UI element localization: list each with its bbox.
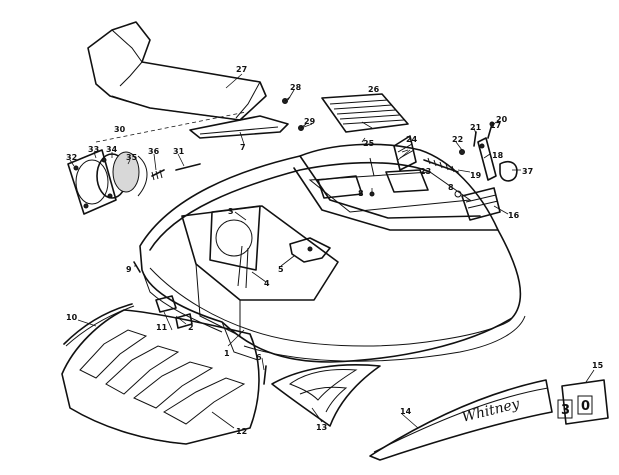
callout-13: 13 bbox=[316, 423, 327, 432]
callout-27: 27 bbox=[236, 65, 247, 74]
callout-2: 2 bbox=[188, 323, 194, 332]
windshield bbox=[87, 21, 267, 121]
callout-24: 24 bbox=[406, 135, 418, 144]
callout-35: 35 bbox=[126, 153, 138, 162]
callout-3: 3 bbox=[228, 207, 234, 216]
hinge-pin-6 bbox=[263, 365, 267, 385]
callout-4: 4 bbox=[264, 279, 270, 288]
callout-18: 18 bbox=[492, 151, 504, 160]
callout-14: 14 bbox=[400, 407, 412, 416]
callout-31: 31 bbox=[173, 147, 185, 156]
callout-16: 16 bbox=[508, 211, 520, 220]
bracket-11 bbox=[155, 295, 193, 329]
front-grille bbox=[61, 309, 260, 445]
callout-5: 5 bbox=[278, 265, 284, 274]
callout-6: 6 bbox=[256, 353, 262, 362]
washer-8b bbox=[454, 190, 462, 198]
callout-20: 20 bbox=[496, 115, 508, 124]
callout-37: 37 bbox=[522, 167, 533, 176]
headlight-assembly bbox=[67, 111, 247, 215]
callout-33: 33 bbox=[88, 145, 99, 154]
latch-plate bbox=[289, 237, 331, 263]
nut-22 bbox=[459, 149, 465, 155]
callout-26: 26 bbox=[368, 85, 380, 94]
callout-19: 19 bbox=[470, 171, 482, 180]
callout-7: 7 bbox=[240, 143, 246, 152]
windshield-trim bbox=[189, 115, 289, 139]
callout-17: 17 bbox=[490, 121, 501, 130]
callout-23: 23 bbox=[420, 167, 431, 176]
badge-digit-2: 0 bbox=[581, 399, 590, 414]
callout-21: 21 bbox=[470, 123, 482, 132]
callout-32: 32 bbox=[66, 153, 77, 162]
callout-9: 9 bbox=[126, 265, 132, 274]
front-trim-strip bbox=[63, 303, 135, 347]
callout-30: 30 bbox=[114, 125, 126, 134]
badge-digit-1: 3 bbox=[561, 403, 570, 418]
callout-15: 15 bbox=[592, 361, 604, 370]
callout-8b: 8 bbox=[448, 183, 454, 192]
hinge-pin-9 bbox=[133, 261, 141, 273]
latch-clip bbox=[499, 160, 518, 182]
callout-25: 25 bbox=[363, 139, 375, 148]
screw-29 bbox=[298, 123, 307, 131]
side-vent-16 bbox=[461, 187, 501, 221]
callout-34: 34 bbox=[106, 145, 118, 154]
callout-1: 1 bbox=[224, 349, 230, 358]
screw-21 bbox=[473, 131, 477, 147]
callout-22: 22 bbox=[452, 135, 463, 144]
part-callouts: 1 2 3 4 5 6 7 8 8 9 10 11 12 13 14 15 16… bbox=[66, 65, 604, 436]
callout-10: 10 bbox=[66, 313, 78, 322]
callout-8a: 8 bbox=[358, 189, 364, 198]
hood-spring bbox=[423, 157, 459, 173]
model-badge bbox=[557, 379, 609, 425]
callout-11: 11 bbox=[156, 323, 168, 332]
callout-29: 29 bbox=[304, 117, 316, 126]
hood-body bbox=[139, 143, 526, 363]
latch-bracket bbox=[477, 137, 497, 181]
callout-36: 36 bbox=[148, 147, 160, 156]
flame-decal bbox=[271, 364, 381, 427]
callout-28: 28 bbox=[290, 83, 302, 92]
side-stripe-decal bbox=[369, 379, 553, 461]
leader-lines bbox=[69, 73, 595, 429]
vent-grille bbox=[321, 93, 409, 133]
callout-12: 12 bbox=[236, 427, 247, 436]
